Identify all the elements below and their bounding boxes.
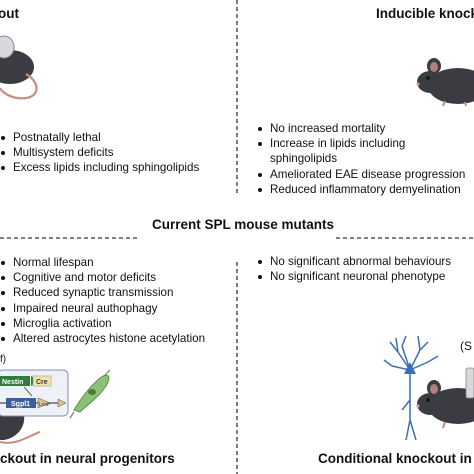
- mouse-icon-top-left: [0, 35, 38, 100]
- list-item: Reduced synaptic transmission: [0, 285, 232, 300]
- list-item: No significant neuronal phenotype: [257, 269, 472, 284]
- construct-cre-label: Cre: [36, 379, 48, 386]
- list-item: No increased mortality: [257, 121, 472, 136]
- genotype-partial-label: f): [0, 354, 7, 365]
- knockout-phenotype-list: Postnatally lethal Multisystem deficits …: [0, 130, 230, 176]
- inducible-knockout-phenotype-list: No increased mortality Increase in lipid…: [257, 121, 472, 197]
- conditional-knockout-title: Conditional knockout in po: [318, 451, 474, 466]
- list-item: Excess lipids including sphingolipids: [0, 160, 230, 175]
- genetic-construct: [0, 369, 69, 417]
- conditional-knockout-phenotype-list: No significant abnormal behaviours No si…: [257, 254, 472, 284]
- list-item: Normal lifespan: [0, 255, 232, 270]
- construct-loxp-label: LoxP: [39, 402, 51, 408]
- list-item: Increase in lipids including sphingolipi…: [257, 136, 472, 166]
- inducible-knockout-title: Inducible knocko: [376, 6, 474, 21]
- list-item: Cognitive and motor deficits: [0, 270, 232, 285]
- list-item: No significant abnormal behaviours: [257, 254, 472, 269]
- neural-progenitor-knockout-title: ckout in neural progenitors: [0, 451, 175, 466]
- neuron-soma-icon: [404, 362, 416, 374]
- center-title: Current SPL mouse mutants: [151, 217, 335, 232]
- construct-sgpl1-label: Sgpl1: [11, 401, 30, 408]
- list-item: Ameliorated EAE disease progression: [257, 167, 472, 182]
- construct-nestin-label: Nestin: [2, 379, 23, 386]
- list-item: Reduced inflammatory demyelination: [257, 182, 472, 197]
- mouse-icon-top-right: [416, 58, 474, 107]
- knockout-title: out: [0, 6, 19, 21]
- neural-progenitor-cell-icon: [69, 369, 111, 419]
- mouse-icon-bottom-right: [416, 367, 474, 429]
- genotype-partial-label-right: (S: [460, 339, 472, 353]
- list-item: Postnatally lethal: [0, 130, 230, 145]
- list-item: Microglia activation: [0, 316, 232, 331]
- list-item: Altered astrocytes histone acetylation: [0, 331, 232, 346]
- neural-progenitor-phenotype-list: Normal lifespan Cognitive and motor defi…: [0, 255, 232, 346]
- list-item: Impaired neural authophagy: [0, 301, 232, 316]
- list-item: Multisystem deficits: [0, 145, 230, 160]
